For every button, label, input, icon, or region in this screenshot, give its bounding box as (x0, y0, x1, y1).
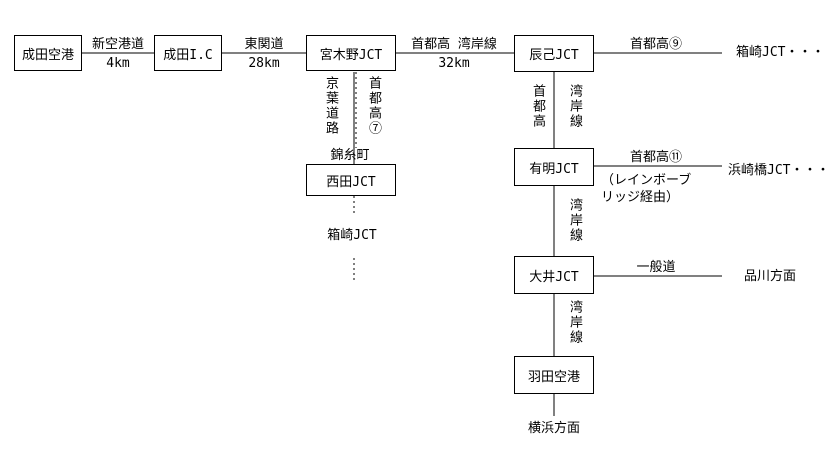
node-nishida-jct: 西田JCT (306, 164, 396, 196)
edge-label-shutoko7: 首都高⑦ (366, 76, 381, 136)
edge-label-tokan-distance: 28km (248, 56, 280, 71)
edge-label-wangan-vertical-3: 湾岸線 (567, 300, 582, 345)
node-oi-jct: 大井JCT (514, 256, 594, 294)
edge-label-wangan-vertical-2: 湾岸線 (567, 198, 582, 243)
destination-shinagawa: 品川方面 (744, 269, 797, 284)
node-tatsumi-jct: 辰己JCT (514, 35, 594, 72)
node-narita-airport: 成田空港 (14, 35, 82, 71)
edge-label-shutoko9: 首都高⑨ (629, 37, 683, 52)
edge-label-ippan-road: 一般道 (636, 260, 676, 275)
node-narita-ic: 成田I.C (154, 35, 222, 71)
destination-yokohama: 横浜方面 (527, 421, 581, 436)
edge-label-wangan-vertical-1: 湾岸線 (567, 84, 582, 129)
destination-hakozaki-jct-right: 箱崎JCT・・・ (736, 45, 825, 60)
edge-label-shutoko-wangan-distance: 32km (438, 56, 470, 71)
edge-label-shin-kuko-distance: 4km (106, 56, 130, 71)
edge-label-shutoko-wangan: 首都高 湾岸線 (411, 37, 497, 52)
edge-label-shutoko-vertical: 首都高 (530, 84, 545, 129)
edge-label-shin-kuko-road: 新空港道 (91, 37, 145, 52)
edge-label-kinshicho: 錦糸町 (330, 148, 370, 163)
node-miyakino-jct: 宮木野JCT (306, 35, 396, 71)
node-haneda-airport: 羽田空港 (514, 356, 594, 394)
edge-label-keiyo-road: 京葉道路 (323, 76, 338, 136)
destination-hamazakibashi-jct: 浜崎橋JCT・・・ (728, 163, 830, 178)
node-ariake-jct: 有明JCT (514, 148, 594, 186)
edge-label-rainbow-bridge: （レインボーブリッジ経由） (601, 173, 692, 205)
edge-label-tokan-road: 東関道 (244, 37, 284, 52)
edge-label-shutoko11: 首都高⑪ (629, 150, 683, 165)
destination-hakozaki-jct-below: 箱崎JCT (327, 228, 377, 243)
